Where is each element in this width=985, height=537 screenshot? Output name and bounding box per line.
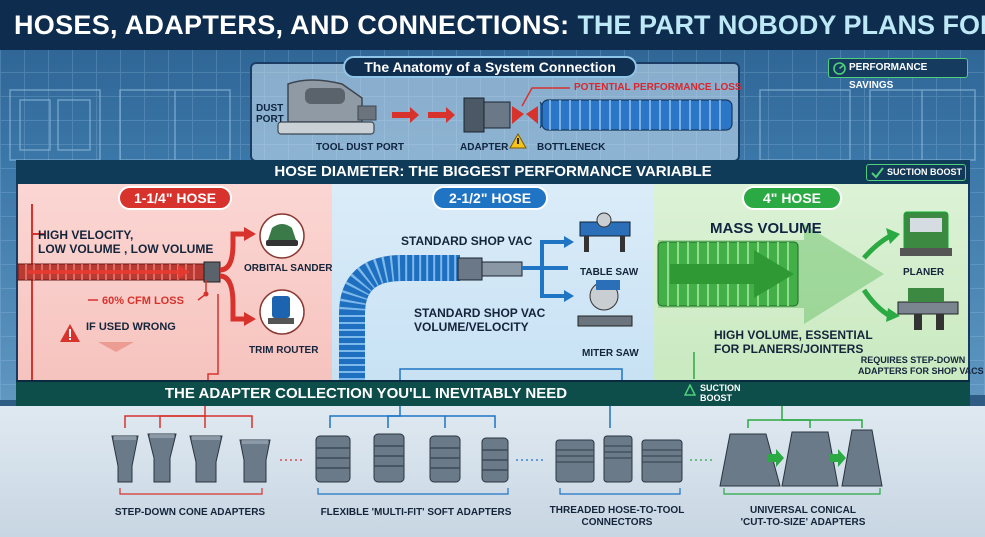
orbital-sander-label: ORBITAL SANDER (244, 263, 333, 274)
step-down-note-2: ADAPTERS FOR SHOP VACS (858, 366, 984, 376)
adapter-icon (463, 97, 511, 133)
miter-saw-icon (577, 280, 633, 327)
page-title-accent: THE PART NOBODY PLANS FOR (577, 9, 985, 40)
adapter-collection-bar (16, 380, 970, 406)
small-hose-desc-2: LOW VOLUME , LOW VOLUME (38, 242, 214, 256)
adapter-suction-2: BOOST (700, 393, 733, 403)
planer-label: PLANER (903, 267, 945, 278)
medium-hose-label: 2-1/2" HOSE (432, 186, 548, 210)
large-hose-description: HIGH VOLUME, ESSENTIAL FOR PLANERS/JOINT… (714, 328, 873, 356)
anatomy-hose (539, 99, 733, 131)
medium-hose-desc-top: STANDARD SHOP VAC (401, 234, 533, 248)
adapter-group-label-1: STEP-DOWN CONE ADAPTERS (114, 507, 266, 518)
adapter-suction-1: SUCTION (700, 383, 741, 393)
trim-router-icon (259, 289, 305, 335)
step-down-note-1: REQUIRES STEP-DOWN (860, 355, 966, 365)
adapter-group-label-4: UNIVERSAL CONICAL 'CUT-TO-SIZE' ADAPTERS (740, 505, 866, 528)
title-bar: HOSES, ADAPTERS, AND CONNECTIONS: THE PA… (0, 0, 985, 50)
small-hose-label: 1-1/4" HOSE (118, 186, 232, 210)
step-down-note: REQUIRES STEP-DOWN ADAPTERS FOR SHOP VAC… (858, 355, 984, 377)
adapter-illustrations (111, 406, 883, 495)
adapter-group-label-2: FLEXIBLE 'MULTI-FIT' SOFT ADAPTERS (320, 507, 512, 518)
step-down-cone-adapters (111, 433, 271, 483)
miter-saw-label: MITER SAW (582, 348, 639, 359)
adapter-label: ADAPTER (460, 142, 509, 153)
medium-hose-illustration (339, 212, 633, 394)
threaded-hose-to-tool-connectors (555, 435, 683, 483)
large-hose-desc-2: FOR PLANERS/JOINTERS (714, 342, 864, 356)
tool-dust-port-label: TOOL DUST PORT (316, 142, 404, 153)
gauge-icon (833, 62, 846, 75)
medium-hose-desc-2: VOLUME/VELOCITY (414, 320, 529, 334)
mass-volume-label: MASS VOLUME (710, 220, 822, 237)
check-gauge-icon (871, 167, 884, 179)
small-hose-desc-1: HIGH VELOCITY, (38, 228, 134, 242)
sander-icon (277, 79, 377, 135)
warning-icon (509, 132, 527, 149)
large-hose-label: 4" HOSE (742, 186, 842, 210)
jointer-icon (897, 288, 959, 330)
warning-triangle-icon (60, 324, 80, 342)
page-title: HOSES, ADAPTERS, AND CONNECTIONS: (14, 9, 570, 40)
adapter-collection-heading: THE ADAPTER COLLECTION YOU'LL INEVITABLY… (164, 385, 568, 402)
performance-savings-label: PERFORMANCE SAVINGS (849, 62, 928, 91)
medium-hose-description: STANDARD SHOP VAC VOLUME/VELOCITY (414, 306, 545, 334)
suction-boost-label: SUCTION BOOST (887, 167, 963, 177)
universal-conical-adapters (719, 429, 883, 487)
suction-boost-badge: SUCTION BOOST (866, 164, 966, 181)
adapter-suction-badge: SUCTION BOOST (684, 383, 741, 403)
cfm-loss-label: 60% CFM LOSS (102, 295, 184, 307)
adapter-group-label-3: THREADED HOSE-TO-TOOL CONNECTORS (549, 505, 685, 528)
trim-router-label: TRIM ROUTER (249, 345, 319, 356)
medium-hose-desc-1: STANDARD SHOP VAC (414, 306, 546, 320)
small-hose-illustration (18, 204, 305, 394)
medium-adapter-icon (457, 257, 523, 281)
anatomy-illustration (277, 79, 733, 149)
table-saw-label: TABLE SAW (580, 267, 639, 278)
warning-label: IF USED WRONG (86, 321, 176, 333)
table-saw-icon (579, 212, 631, 252)
diameter-heading: HOSE DIAMETER: THE BIGGEST PERFORMANCE V… (16, 160, 970, 184)
warning-small-icon (684, 384, 696, 396)
potential-loss-label: POTENTIAL PERFORMANCE LOSS (574, 82, 742, 93)
large-hose-illustration (657, 211, 959, 379)
planer-icon (900, 211, 952, 256)
orbital-sander-icon (259, 213, 305, 259)
anatomy-heading: The Anatomy of a System Connection (343, 56, 637, 78)
large-hose-desc-1: HIGH VOLUME, ESSENTIAL (714, 328, 873, 342)
small-hose-description: HIGH VELOCITY, LOW VOLUME , LOW VOLUME (38, 228, 213, 256)
small-hose (18, 261, 221, 283)
bottleneck-label: BOTTLENECK (537, 142, 606, 153)
performance-savings-badge: PERFORMANCE SAVINGS (828, 58, 968, 91)
